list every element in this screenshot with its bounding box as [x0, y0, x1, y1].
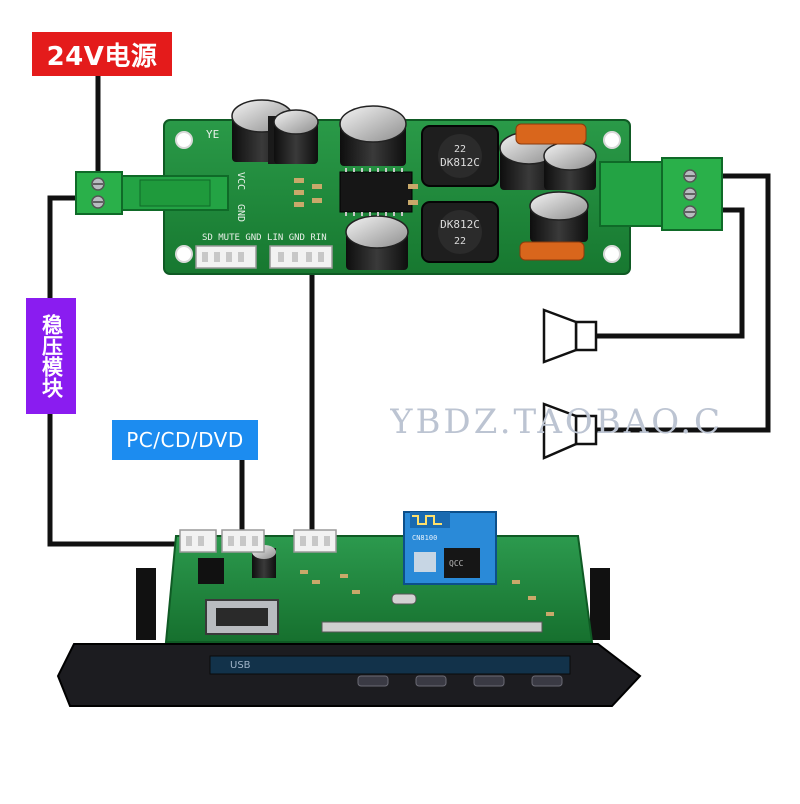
player-audio-out-header — [293, 529, 337, 553]
amp-mount-hole — [603, 245, 621, 263]
amp-inductor: 22 DK812C — [421, 125, 499, 187]
amp-capacitor — [339, 105, 407, 166]
amp-silk-corner: YE — [206, 128, 219, 141]
amp-mount-hole — [175, 245, 193, 263]
player-button — [531, 675, 563, 687]
speaker-1 — [542, 308, 598, 364]
wire-power-to-regulator — [47, 195, 76, 298]
amp-silk-header-row: SD MUTE GND LIN GND RIN — [202, 233, 327, 243]
player-usb-label: USB — [230, 660, 251, 671]
amp-silk-vcc: VCC — [235, 172, 246, 190]
amp-smd-parts — [294, 178, 418, 207]
amp-capacitor — [529, 191, 589, 242]
amp-film-capacitor — [515, 123, 587, 145]
amp-speaker-terminal — [599, 157, 723, 231]
player-button — [473, 675, 505, 687]
player-regulator-chip — [198, 558, 224, 584]
amp-mount-hole — [603, 131, 621, 149]
audio-source-label: PC/CD/DVD — [112, 420, 258, 460]
player-power-header — [179, 529, 217, 553]
player-buttons — [357, 675, 563, 687]
bluetooth-module: CN8100 QCC — [403, 511, 497, 585]
power-supply-label: 24V电源 — [32, 32, 172, 76]
amp-capacitor — [345, 215, 409, 270]
amp-inductor-marking: 22 — [454, 236, 466, 247]
amp-input-header — [195, 245, 333, 269]
player-board: USB — [56, 511, 642, 707]
bluetooth-chip-label: QCC — [449, 559, 464, 568]
amp-silk-gnd: GND — [235, 204, 246, 222]
amp-power-terminal — [75, 171, 229, 215]
wiring — [47, 76, 771, 547]
amp-capacitor — [273, 109, 319, 164]
player-panel-window — [209, 655, 571, 675]
speaker-cone — [542, 402, 578, 460]
amp-inductor-marking: DK812C — [440, 156, 480, 169]
wire-regulator-to-player — [47, 414, 186, 547]
amp-inductor-marking: DK812C — [440, 218, 480, 231]
bluetooth-chip — [444, 548, 480, 578]
wire-speaker-1 — [596, 173, 771, 433]
player-aux-header — [221, 529, 265, 553]
amp-capacitor — [543, 141, 597, 190]
amp-film-capacitor — [519, 241, 585, 261]
wire-speaker-2 — [596, 207, 745, 339]
shop-watermark: YBDZ.TAOBAO.C — [390, 402, 724, 442]
speaker-magnet — [574, 320, 598, 352]
player-mount-clip — [590, 568, 610, 640]
player-front-panel — [56, 643, 642, 707]
player-smd-parts — [300, 570, 554, 616]
player-crystal — [391, 593, 417, 605]
amp-inductor: DK812C 22 — [421, 201, 499, 263]
bluetooth-module-label: CN8100 — [412, 534, 437, 542]
amp-mount-hole — [175, 131, 193, 149]
voltage-regulator-label: 稳压模块 — [26, 298, 76, 414]
speaker-2 — [542, 402, 598, 460]
player-card-slot — [321, 621, 543, 633]
speaker-cone — [542, 308, 578, 364]
player-button — [357, 675, 389, 687]
amplifier-board: YE VCC GND SD MUTE GND LIN GND RIN — [75, 99, 723, 275]
amp-ic-chip — [339, 168, 413, 216]
player-mount-clip — [136, 568, 156, 640]
player-button — [415, 675, 447, 687]
amp-inductor-marking: 22 — [454, 144, 466, 155]
